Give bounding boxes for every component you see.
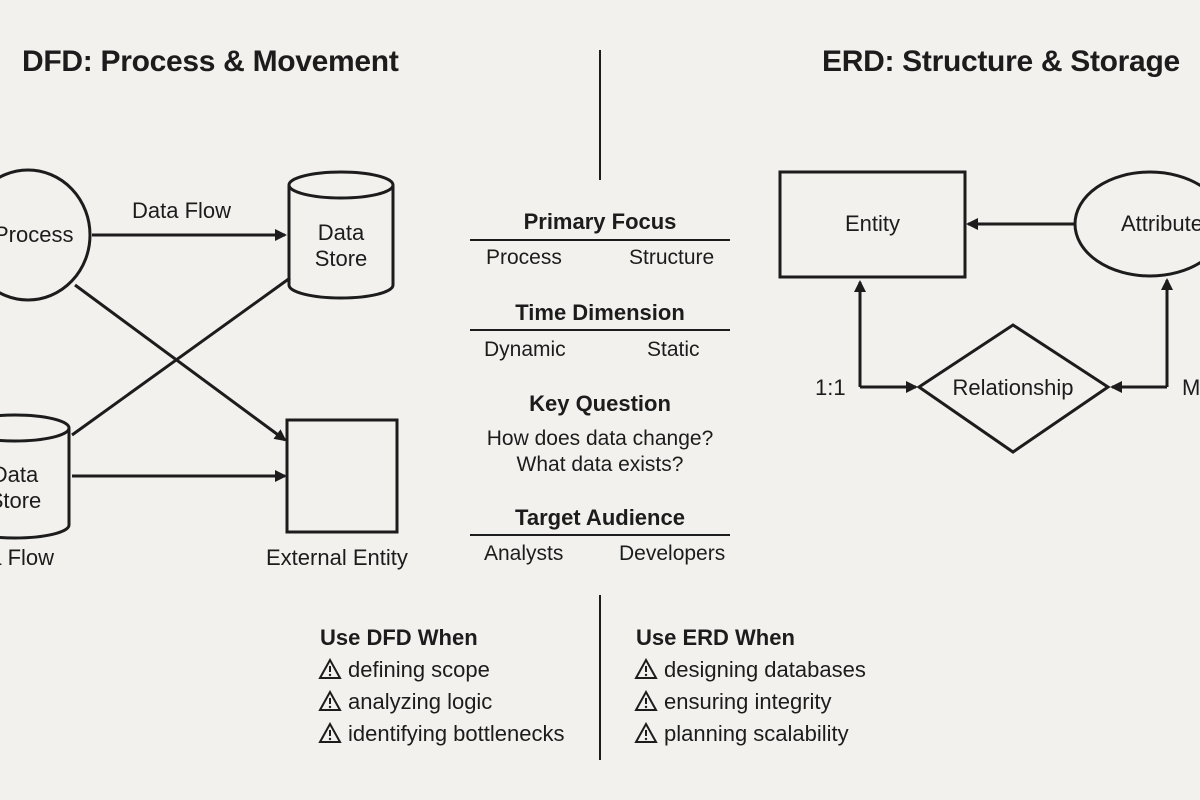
use-erd-item-label: designing databases bbox=[664, 657, 866, 682]
dfd-line-store-to-store bbox=[71, 276, 291, 437]
dfd-process-shape bbox=[0, 168, 92, 302]
warning-icon bbox=[318, 721, 342, 743]
dfd-data-store-bottom-shape bbox=[0, 413, 71, 540]
use-dfd-item: identifying bottlenecks bbox=[318, 721, 564, 747]
comparison-title-target-audience: Target Audience bbox=[515, 505, 685, 530]
comparison-left-key-question: How does data change? bbox=[486, 427, 714, 450]
dfd-data-flow-label: Data Flow bbox=[132, 198, 232, 223]
use-dfd-item-label: identifying bottlenecks bbox=[348, 721, 565, 746]
use-erd-item: designing databases bbox=[634, 657, 866, 683]
erd-title: ERD: Structure & Storage bbox=[822, 45, 1180, 78]
use-erd-item-label: planning scalability bbox=[664, 721, 849, 746]
dfd-title: DFD: Process & Movement bbox=[22, 45, 399, 78]
warning-icon bbox=[318, 657, 342, 679]
erd-entity-shape bbox=[778, 170, 967, 279]
erd-relationship-label: Relationship bbox=[952, 375, 1074, 400]
dfd-data-flow-bottom-label: Data Flow bbox=[0, 545, 55, 570]
dfd-external-entity-label: External Entity bbox=[266, 545, 408, 570]
use-dfd-item-label: analyzing logic bbox=[348, 689, 493, 714]
warning-icon bbox=[634, 689, 658, 711]
dfd-arrow-process-to-entity bbox=[74, 283, 287, 442]
use-dfd-item: defining scope bbox=[318, 657, 490, 683]
dfd-data-store-top-label: Data Store bbox=[314, 220, 368, 271]
comparison-left-target-audience: Analysts bbox=[484, 542, 564, 565]
erd-entity-label: Entity bbox=[844, 211, 901, 236]
comparison-right-primary-focus: Structure bbox=[629, 246, 715, 269]
comparison-right-target-audience: Developers bbox=[619, 542, 726, 565]
erd-attribute-label: Attribute bbox=[1121, 211, 1200, 236]
warning-icon bbox=[634, 721, 658, 743]
comparison-title-key-question: Key Question bbox=[529, 391, 671, 416]
use-erd-item-label: ensuring integrity bbox=[664, 689, 832, 714]
use-dfd-item: analyzing logic bbox=[318, 689, 492, 715]
comparison-title-time-dimension: Time Dimension bbox=[515, 300, 685, 325]
comparison-right-key-question: What data exists? bbox=[516, 453, 684, 476]
dfd-external-entity-shape bbox=[285, 418, 399, 534]
erd-cardinality-left: 1:1 bbox=[815, 375, 846, 400]
comparison-left-primary-focus: Process bbox=[486, 246, 562, 269]
use-erd-item: ensuring integrity bbox=[634, 689, 832, 715]
use-dfd-title: Use DFD When bbox=[320, 625, 478, 650]
use-erd-item: planning scalability bbox=[634, 721, 849, 747]
erd-cardinality-right: M:N bbox=[1182, 375, 1200, 400]
use-erd-title: Use ERD When bbox=[636, 625, 795, 650]
dfd-process-label: Process bbox=[0, 222, 74, 247]
comparison-right-time-dimension: Static bbox=[647, 338, 700, 361]
warning-icon bbox=[634, 657, 658, 679]
dfd-data-store-bottom-label: Data Store bbox=[0, 462, 42, 513]
warning-icon bbox=[318, 689, 342, 711]
use-dfd-item-label: defining scope bbox=[348, 657, 490, 682]
comparison-title-primary-focus: Primary Focus bbox=[523, 209, 677, 234]
comparison-left-time-dimension: Dynamic bbox=[484, 338, 566, 361]
dfd-data-store-top-shape bbox=[287, 170, 395, 300]
erd-relationship-shape bbox=[916, 323, 1111, 454]
